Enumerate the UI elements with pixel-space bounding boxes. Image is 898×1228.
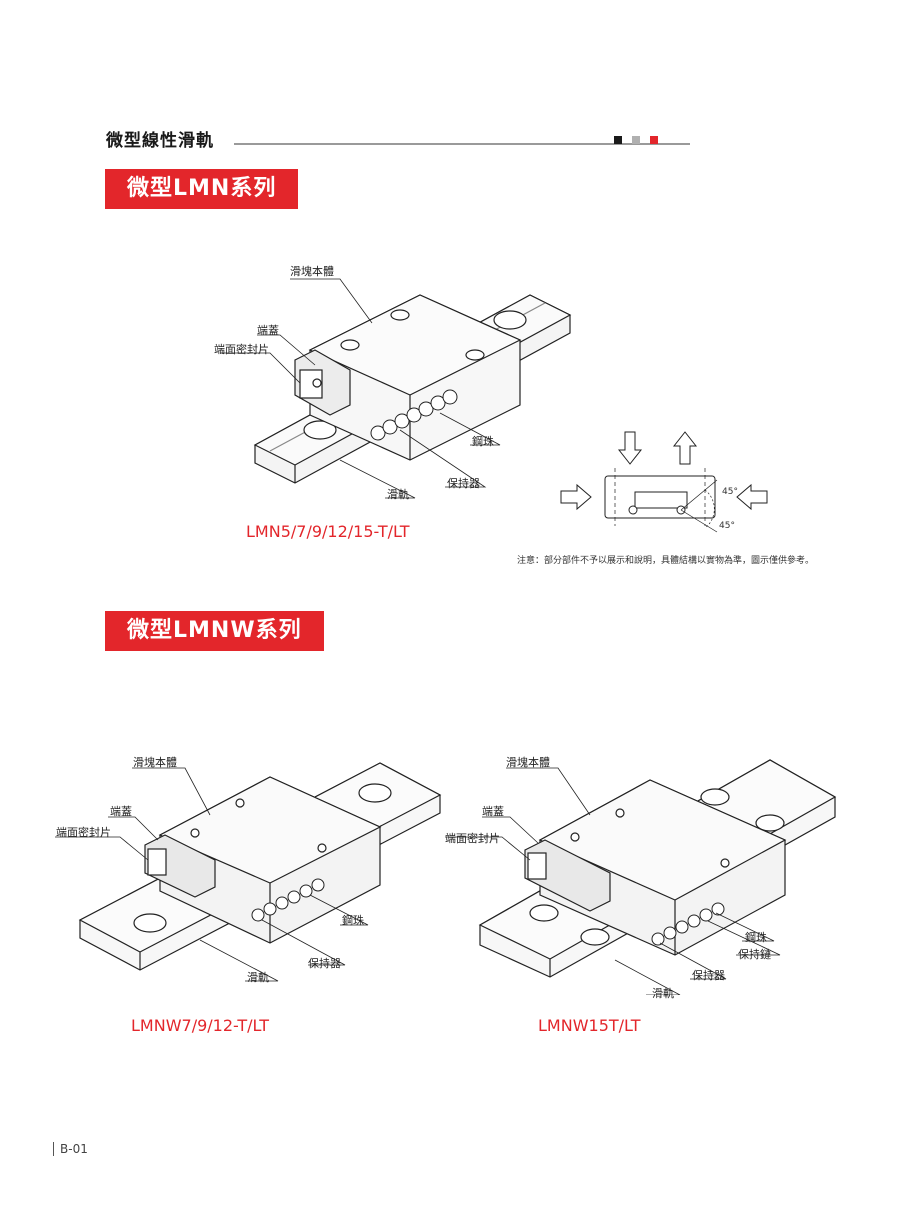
arrow-left-icon — [736, 483, 768, 511]
label-rail: 滑軌 — [387, 488, 409, 501]
lmnw-left-label-retainer: 保持器 — [308, 957, 341, 970]
lmnw15-label-endcap: 端蓋 — [482, 805, 504, 818]
lmnw-left-label-rail: 滑軌 — [247, 971, 269, 984]
label-endcap: 端蓋 — [257, 324, 279, 337]
lmnw15-label-rail: 滑軌 — [652, 987, 674, 1000]
model-lmnw-small: LMNW7/9/12-T/LT — [131, 1016, 269, 1035]
lmnw-left-label-endcap: 端蓋 — [110, 805, 132, 818]
header-rule — [234, 143, 690, 145]
lmnw-left-label-seal: 端面密封片 — [56, 826, 111, 839]
section1-banner: 微型LMN系列 — [105, 169, 299, 209]
angle-label-bottom: 45° — [719, 521, 735, 531]
arrow-down-icon — [617, 431, 643, 465]
page-title: 微型線性滑軌 — [106, 131, 214, 151]
label-retainer: 保持器 — [447, 477, 480, 490]
lmn-guide-illustration — [220, 278, 572, 499]
arrow-right-icon — [560, 483, 592, 511]
header-square-grey — [632, 136, 640, 144]
lmnw-left-label-block: 滑塊本體 — [133, 756, 177, 769]
header-square-red — [650, 136, 658, 144]
section2-banner: 微型LMNW系列 — [105, 611, 324, 651]
header-square-dark — [614, 136, 622, 144]
page-number: B-01 — [53, 1142, 88, 1156]
lmnw15-label-seal: 端面密封片 — [445, 832, 500, 845]
lmnw15-illustration — [445, 759, 837, 995]
model-lmn: LMN5/7/9/12/15-T/LT — [246, 522, 410, 541]
block-shape — [308, 294, 522, 461]
arrow-up-icon — [672, 431, 698, 465]
lmnw-small-illustration — [55, 762, 442, 982]
model-lmnw15: LMNW15T/LT — [538, 1016, 641, 1035]
endcap-shape — [294, 349, 351, 416]
lmnw15-label-chain: 保持鏈 — [738, 948, 771, 961]
lmnw15-label-block: 滑塊本體 — [506, 756, 550, 769]
angle-label-top: 45° — [722, 487, 738, 497]
lmnw-left-label-ball: 鋼珠 — [342, 914, 364, 927]
label-ball: 鋼珠 — [472, 435, 494, 448]
note-text: 注意：部分部件不予以展示和說明，具體結構以實物為準，圖示僅供參考。 — [517, 556, 815, 566]
lmnw15-label-ball: 鋼珠 — [745, 931, 767, 944]
label-block: 滑塊本體 — [290, 265, 334, 278]
lmnw15-label-retainer: 保持器 — [692, 969, 725, 982]
label-seal: 端面密封片 — [214, 343, 269, 356]
load-direction-diagram: 45° 45° — [560, 431, 768, 533]
balls-shape — [370, 389, 458, 441]
